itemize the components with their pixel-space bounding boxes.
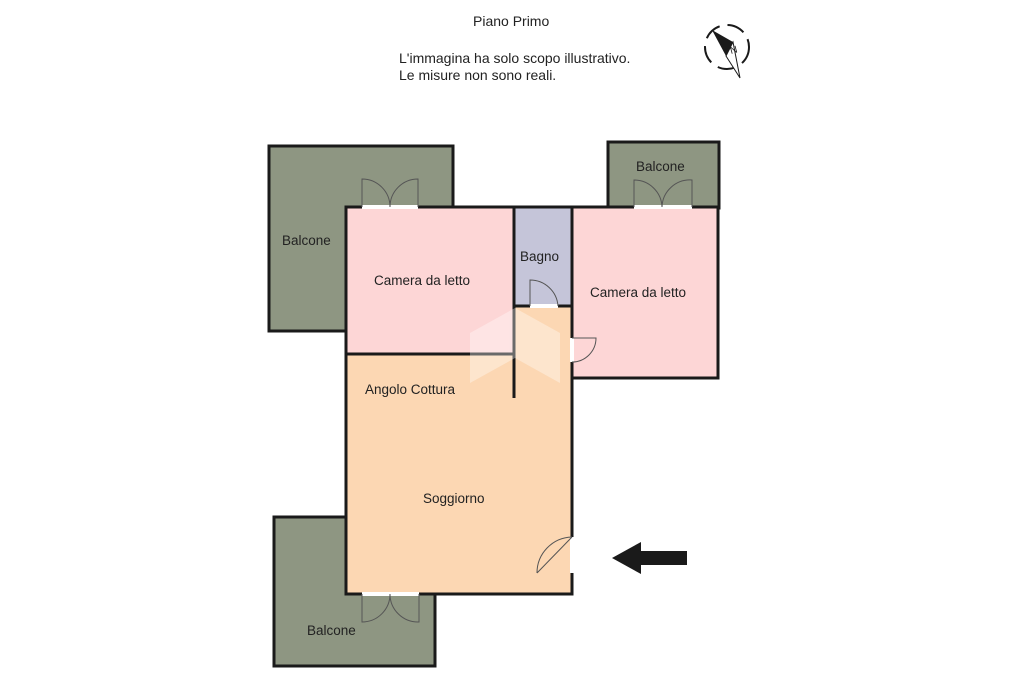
camera-right — [570, 205, 720, 380]
disclaimer-line-2: Le misure non sono reali. — [399, 67, 557, 83]
label-camera-left: Camera da letto — [374, 273, 470, 288]
label-camera-right: Camera da letto — [590, 285, 686, 300]
compass-letter: N — [729, 44, 739, 56]
arrow-left-icon — [612, 542, 687, 574]
disclaimer-line-1: L'immagina ha solo scopo illustrativo. — [399, 50, 631, 66]
label-bagno: Bagno — [520, 249, 559, 264]
compass-icon: N — [704, 24, 750, 79]
label-balcone-top-right: Balcone — [636, 159, 685, 174]
label-soggiorno: Soggiorno — [423, 491, 485, 506]
camera-left — [344, 205, 516, 356]
door-swings — [361, 178, 693, 623]
label-balcone-top-left: Balcone — [282, 233, 331, 248]
balcone-top-right — [606, 140, 721, 210]
plan-title: Piano Primo — [473, 13, 550, 29]
label-balcone-bottom: Balcone — [307, 623, 356, 638]
label-angolo-cottura: Angolo Cottura — [365, 382, 456, 397]
watermark-logo — [470, 308, 560, 383]
